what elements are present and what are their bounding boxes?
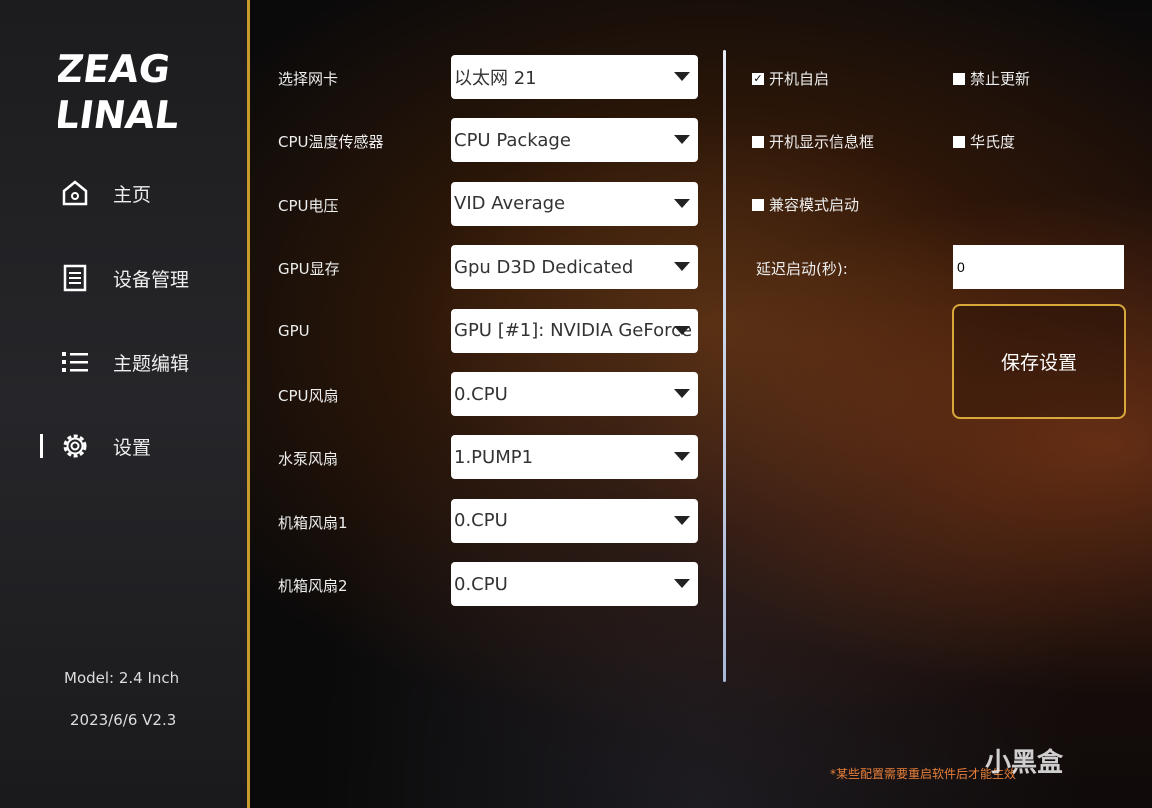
chevron-down-icon xyxy=(674,515,690,525)
sidebar-item-settings[interactable]: 设置 xyxy=(0,421,250,471)
svg-text:LINAL: LINAL xyxy=(58,94,182,136)
setting-dropdown[interactable]: 0.CPU xyxy=(451,498,698,543)
sidebar: ZEAG LINAL 主页 设备管理 主题编辑 设置 Model: 2.4 In… xyxy=(0,0,250,808)
checkbox-checked-icon: ✓ xyxy=(752,71,764,85)
setting-dropdown[interactable]: 0.CPU xyxy=(451,372,698,416)
setting-label: GPU xyxy=(278,321,310,340)
setting-label: 水泵风扇 xyxy=(278,450,339,469)
dropdown-value: 以太网 21 xyxy=(454,68,537,89)
checkbox-icon xyxy=(953,72,965,85)
delay-label: 延迟启动(秒): xyxy=(756,260,848,278)
chevron-down-icon xyxy=(674,135,690,145)
sidebar-item-label: 设置 xyxy=(113,436,152,459)
watermark: 小黑盒 xyxy=(985,748,1064,778)
checkbox-label: 开机自启 xyxy=(769,70,830,88)
save-settings-button[interactable]: 保存设置 xyxy=(952,304,1126,419)
model-label: Model: 2.4 Inch xyxy=(64,669,180,687)
dropdown-value: 1.PUMP1 xyxy=(454,446,534,468)
sidebar-item-label: 设备管理 xyxy=(113,268,190,291)
setting-label: 机箱风扇1 xyxy=(278,513,348,532)
checkbox-label: 兼容模式启动 xyxy=(769,196,860,214)
checkbox-show-info-box[interactable]: 开机显示信息框 xyxy=(752,131,874,152)
setting-label: GPU显存 xyxy=(278,260,340,279)
chevron-down-icon xyxy=(674,579,690,589)
checkbox-label: 开机显示信息框 xyxy=(769,133,875,151)
setting-dropdown[interactable]: CPU Package xyxy=(451,118,698,163)
setting-dropdown[interactable]: Gpu D3D Dedicated xyxy=(451,245,698,290)
delay-input[interactable] xyxy=(953,245,1124,289)
dropdown-value: 0.CPU xyxy=(454,383,508,405)
chevron-down-icon xyxy=(674,262,690,272)
chevron-down-icon xyxy=(674,389,690,398)
home-icon xyxy=(62,180,88,206)
dropdown-value: CPU Package xyxy=(454,129,571,151)
setting-dropdown[interactable]: 以太网 21 xyxy=(451,55,698,99)
setting-label: 选择网卡 xyxy=(278,70,339,88)
checkbox-label: 禁止更新 xyxy=(970,70,1031,88)
checkbox-autostart[interactable]: ✓ 开机自启 xyxy=(752,68,829,89)
gear-icon xyxy=(63,434,87,458)
sidebar-item-home[interactable]: 主页 xyxy=(0,168,250,218)
checkbox-disable-update[interactable]: 禁止更新 xyxy=(953,68,1030,89)
dropdown-value: 0.CPU xyxy=(454,510,508,532)
list-icon xyxy=(62,352,88,372)
setting-dropdown[interactable]: 1.PUMP1 xyxy=(451,435,698,480)
chevron-down-icon xyxy=(674,325,690,335)
dropdown-value: 0.CPU xyxy=(454,573,508,595)
setting-label: CPU温度传感器 xyxy=(278,133,384,152)
sidebar-item-label: 主页 xyxy=(113,183,152,206)
setting-dropdown[interactable]: GPU [#1]: NVIDIA GeForce xyxy=(451,308,698,353)
sidebar-item-device-management[interactable]: 设备管理 xyxy=(0,253,250,303)
svg-text:ZEAG: ZEAG xyxy=(58,48,173,92)
chevron-down-icon xyxy=(674,72,690,81)
setting-label: CPU电压 xyxy=(278,196,339,215)
checkbox-icon xyxy=(752,135,764,148)
background xyxy=(250,0,1152,808)
checkbox-icon xyxy=(752,198,764,211)
logo: ZEAG LINAL xyxy=(58,48,182,136)
setting-dropdown[interactable]: VID Average xyxy=(451,181,698,226)
version-label: 2023/6/6 V2.3 xyxy=(70,711,177,729)
setting-dropdown[interactable]: 0.CPU xyxy=(451,562,698,607)
document-icon xyxy=(63,264,87,292)
checkbox-fahrenheit[interactable]: 华氏度 xyxy=(953,131,1015,152)
checkbox-label: 华氏度 xyxy=(970,133,1016,151)
sidebar-item-theme-editor[interactable]: 主题编辑 xyxy=(0,337,250,387)
setting-label: 机箱风扇2 xyxy=(278,577,348,596)
chevron-down-icon xyxy=(674,452,690,462)
dropdown-value: Gpu D3D Dedicated xyxy=(454,256,634,278)
restart-note: *某些配置需要重启软件后才能生效 xyxy=(830,767,1017,781)
divider xyxy=(723,50,726,682)
active-indicator xyxy=(40,434,43,458)
checkbox-compat-mode[interactable]: 兼容模式启动 xyxy=(752,194,859,215)
dropdown-value: VID Average xyxy=(454,193,566,215)
dropdown-value: GPU [#1]: NVIDIA GeForce xyxy=(454,320,693,342)
sidebar-item-label: 主题编辑 xyxy=(113,352,190,375)
checkbox-icon xyxy=(953,135,965,148)
setting-label: CPU风扇 xyxy=(278,387,339,405)
chevron-down-icon xyxy=(674,198,690,208)
